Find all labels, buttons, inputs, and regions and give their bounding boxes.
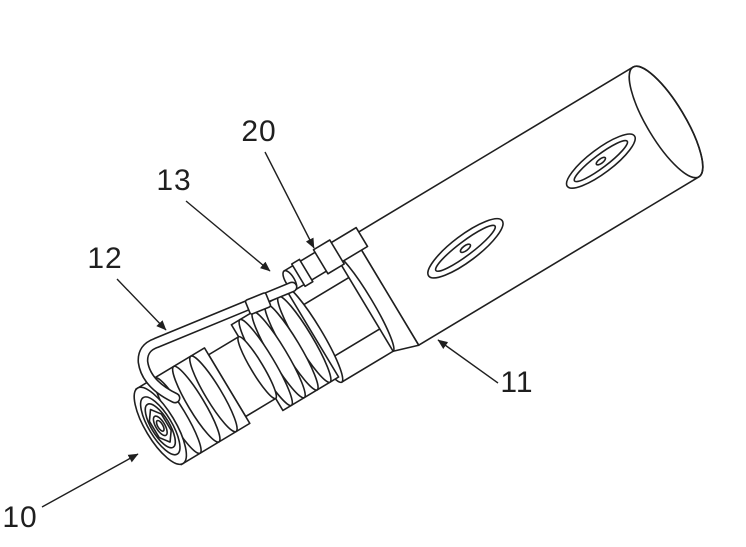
- body-slot-rear: [565, 133, 636, 189]
- tip-face: [133, 386, 188, 466]
- leader-line-13: [185, 200, 271, 272]
- part-label-12: 12: [87, 242, 122, 275]
- end-cap: [628, 65, 704, 179]
- valve-assembly: [133, 65, 704, 466]
- tube-collar: [290, 258, 314, 288]
- leader-line-11: [437, 339, 499, 384]
- part-label-11: 11: [500, 366, 533, 399]
- part-labels: 20 13 12 11 10: [2, 115, 533, 534]
- ribbed-section: [230, 290, 340, 412]
- leader-line-20: [264, 151, 315, 249]
- part-label-10: 10: [2, 501, 37, 534]
- part-label-20: 20: [241, 115, 276, 148]
- main-body-cylinder: [351, 65, 704, 347]
- leader-line-12: [116, 278, 167, 331]
- leader-lines: [41, 151, 499, 508]
- tube-coupling: [312, 239, 346, 275]
- body-slot-front: [427, 217, 504, 279]
- actuating-rod: [137, 281, 298, 404]
- leader-line-10: [41, 453, 139, 508]
- hex-socket: [148, 408, 172, 443]
- part-label-13: 13: [156, 164, 191, 197]
- rod-collar: [244, 292, 272, 315]
- neck: [207, 335, 278, 418]
